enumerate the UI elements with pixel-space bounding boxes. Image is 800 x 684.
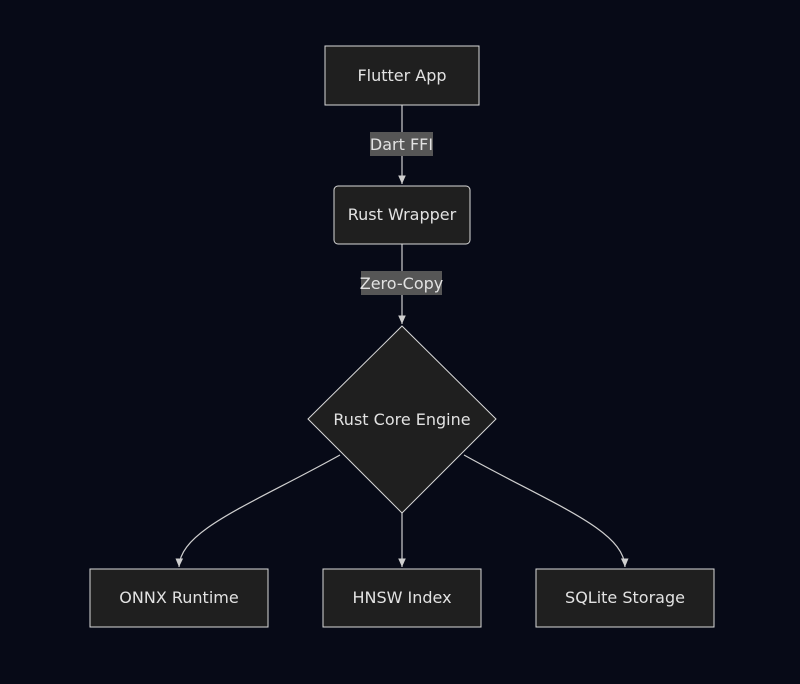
node-label: Flutter App: [357, 66, 446, 85]
edge-label-zero-copy: Zero-Copy: [360, 271, 443, 295]
node-box: [324, 45, 480, 106]
node-diamond: [307, 325, 497, 514]
node-label: SQLite Storage: [565, 588, 685, 607]
node-hnsw-index: HNSW Index: [322, 568, 482, 628]
edge-label-background: [370, 132, 433, 156]
node-box: [535, 568, 715, 628]
edge-label-dart-ffi: Dart FFI: [370, 132, 433, 156]
edge-label-background: [361, 271, 442, 295]
edges: [175, 105, 629, 568]
node-flutter-app: Flutter App: [324, 45, 480, 106]
node-rust-core-engine: Rust Core Engine: [307, 325, 497, 514]
node-box: [89, 568, 269, 628]
node-rust-wrapper: Rust Wrapper: [333, 185, 471, 245]
node-label: HNSW Index: [352, 588, 451, 607]
edge-core-to-sqlite: [463, 454, 629, 568]
edge-label-text: Dart FFI: [370, 135, 433, 154]
node-label: ONNX Runtime: [119, 588, 238, 607]
edge-core-to-onnx: [175, 454, 341, 568]
edge-label-text: Zero-Copy: [360, 274, 443, 293]
node-box: [322, 568, 482, 628]
node-onnx-runtime: ONNX Runtime: [89, 568, 269, 628]
node-sqlite-storage: SQLite Storage: [535, 568, 715, 628]
node-box: [333, 185, 471, 245]
node-label: Rust Wrapper: [348, 205, 457, 224]
node-label: Rust Core Engine: [333, 410, 470, 429]
